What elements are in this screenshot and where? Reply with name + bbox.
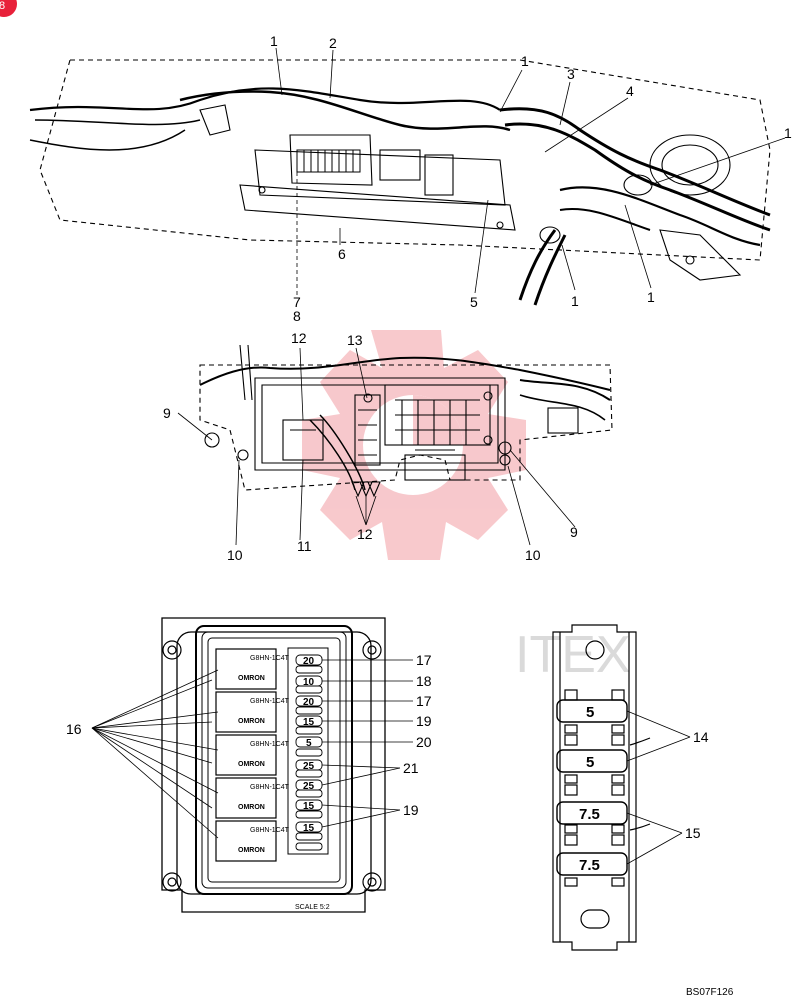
fuse-rating: 15 <box>303 717 315 728</box>
fuse-rating: 10 <box>303 677 315 688</box>
callout-label: 1 <box>270 33 278 49</box>
fuse-rating: 5 <box>586 704 594 721</box>
callout-label: 9 <box>570 524 578 540</box>
relay-brand-label: OMRON <box>238 804 265 811</box>
relay-brand-label: OMRON <box>238 761 265 768</box>
callout-label: 1 <box>784 125 792 141</box>
corner-badge-icon <box>0 0 17 17</box>
relay-part-code: G8HN-1C4T <box>250 827 290 834</box>
side-fuse-holder <box>552 624 651 951</box>
fuse-box-detail: G8HN-1C4T OMRON G8HN-1C4T OMRON G8HN-1C4… <box>161 617 386 913</box>
fuse-ratings: 20 10 20 15 5 25 25 15 15 <box>303 656 315 834</box>
callout-label: 15 <box>685 825 701 841</box>
fuse-rating: 15 <box>303 823 315 834</box>
callout-label: 16 <box>66 721 82 737</box>
fuse-rating: 5 <box>586 754 594 771</box>
callout-label: 19 <box>403 802 419 818</box>
callout-label: 18 <box>416 673 432 689</box>
callout-label: 1 <box>521 53 529 69</box>
relay-stack: G8HN-1C4T OMRON G8HN-1C4T OMRON G8HN-1C4… <box>215 648 290 862</box>
top-fuse-row <box>296 149 361 173</box>
callout-label: 17 <box>416 652 432 668</box>
callout-label: 10 <box>227 547 243 563</box>
callout-label: 17 <box>416 693 432 709</box>
callout-label: 9 <box>163 405 171 421</box>
callout-label: 20 <box>416 734 432 750</box>
relay-part-code: G8HN-1C4T <box>250 698 290 705</box>
callout-label: 11 <box>297 538 312 554</box>
fuse-rating: 20 <box>303 656 315 667</box>
callout-label: 1 <box>647 289 655 305</box>
relay-part-code: G8HN-1C4T <box>250 655 290 662</box>
callout-label: 14 <box>693 729 709 745</box>
relay-part-code: G8HN-1C4T <box>250 741 290 748</box>
callout-label: 4 <box>626 83 634 99</box>
callout-label: 5 <box>470 294 478 310</box>
callout-label: 8 <box>293 308 301 324</box>
relay-brand-label: OMRON <box>238 675 265 682</box>
fuse-rating: 15 <box>303 801 315 812</box>
relay-brand-label: OMRON <box>238 847 265 854</box>
callout-label: 19 <box>416 713 432 729</box>
fuse-rating: 7.5 <box>579 857 600 874</box>
fuse-box-callouts: 16 17 18 17 19 20 21 19 <box>66 652 432 818</box>
fuse-rating: 5 <box>306 738 312 749</box>
callout-label: 3 <box>567 66 575 82</box>
callout-label: 2 <box>329 35 337 51</box>
fuse-rating: 7.5 <box>579 806 600 823</box>
fuse-box-leader-lines <box>91 659 413 839</box>
middle-leader-lines <box>177 347 576 546</box>
side-fuse-ratings: 5 5 7.5 7.5 <box>579 704 600 874</box>
callout-label: 13 <box>347 332 363 348</box>
callout-label: 10 <box>525 547 541 563</box>
watermark-text: ITEX <box>515 626 631 684</box>
top-callouts: 1 2 1 3 4 1 6 7 8 5 1 1 <box>270 33 792 324</box>
harness-assembly-drawing <box>29 59 771 306</box>
relay-part-code: G8HN-1C4T <box>250 784 290 791</box>
side-fuse-leader-lines <box>626 710 691 865</box>
middle-callouts: 12 13 9 11 12 10 10 9 <box>163 330 578 563</box>
fuse-bracket-drawing <box>199 344 613 498</box>
callout-label: 6 <box>338 246 346 262</box>
top-leader-lines <box>275 47 786 295</box>
callout-label: 12 <box>291 330 307 346</box>
drawing-code: BS07F126 <box>686 987 734 998</box>
callout-label: 1 <box>571 293 579 309</box>
relay-brand-label: OMRON <box>238 718 265 725</box>
fuse-rating: 25 <box>303 761 315 772</box>
fuse-rating: 20 <box>303 697 315 708</box>
fuse-column <box>287 647 329 855</box>
callout-label: 12 <box>357 526 373 542</box>
fuse-rating: 25 <box>303 781 315 792</box>
callout-label: 21 <box>403 760 419 776</box>
mounting-holes <box>162 640 382 892</box>
side-fuse-callouts: 14 15 <box>685 729 709 841</box>
corner-badge-text: 8 <box>0 0 5 12</box>
callout-label: 7 <box>293 294 301 310</box>
scale-label: SCALE 5:2 <box>295 904 330 911</box>
